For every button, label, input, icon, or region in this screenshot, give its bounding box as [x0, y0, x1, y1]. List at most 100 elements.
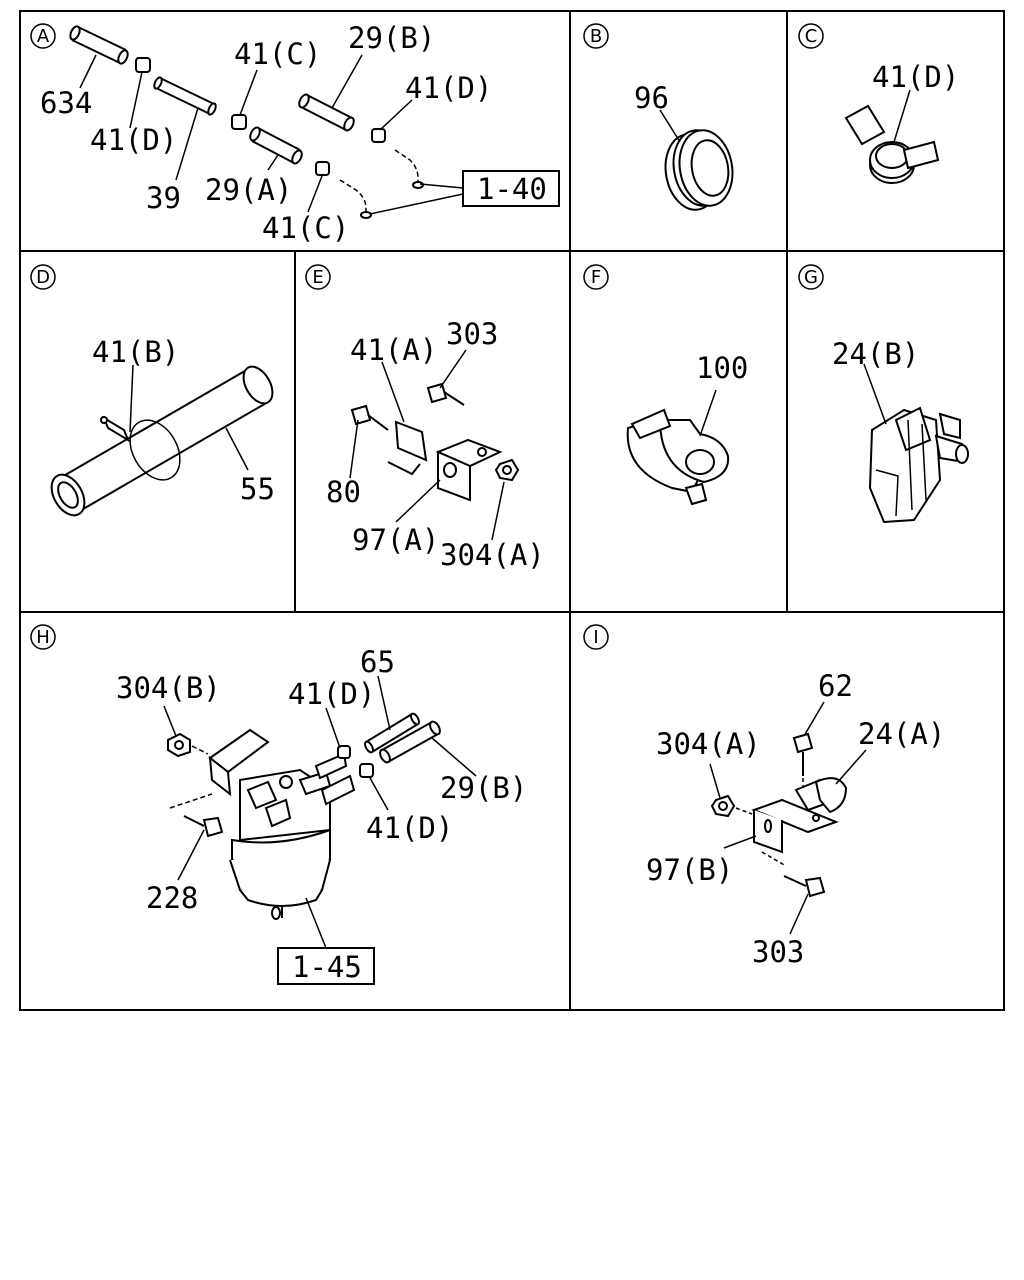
- part-label-41a: 41(A): [350, 333, 437, 367]
- dash-228: [169, 793, 213, 809]
- leader-41b: [129, 364, 134, 433]
- leader-41d: [325, 707, 341, 749]
- clip-41d: [371, 128, 386, 143]
- leader-303: [789, 893, 809, 935]
- clip-41c: [231, 114, 247, 130]
- hose-clip-41d: [844, 104, 940, 184]
- part-label-41c: 41(C): [262, 211, 349, 245]
- hose-clamp-41b: [100, 415, 181, 481]
- bolt-303: [426, 382, 465, 406]
- fuel-filter-assembly: [208, 728, 356, 920]
- svg-text:I: I: [593, 627, 598, 648]
- clip-41d: [359, 763, 374, 778]
- leader-39: [175, 107, 199, 181]
- pipe-end-upper-tip: [412, 181, 424, 189]
- part-label-304a: 304(A): [656, 727, 761, 761]
- grid-frame: [19, 10, 1005, 1011]
- leader-24a: [835, 749, 867, 785]
- nut-304a: [494, 458, 520, 482]
- bolt-228: [183, 815, 224, 838]
- svg-text:G: G: [804, 267, 818, 288]
- part-label-24a: 24(A): [858, 717, 945, 751]
- part-label-96: 96: [634, 81, 669, 115]
- section-letter-d: D: [30, 264, 56, 290]
- dash-303: [761, 851, 787, 867]
- panel-c: C 41(D): [798, 23, 959, 184]
- clip-41d: [337, 745, 351, 759]
- panel-e: E 41(A) 303 80 97(A): [305, 264, 545, 572]
- section-letter-c: C: [798, 23, 824, 49]
- hose-634: [69, 25, 129, 65]
- part-label-41c: 41(C): [234, 37, 321, 71]
- bolt-80: [350, 404, 389, 431]
- clip-24a: [794, 777, 848, 814]
- leader-ref-1-45: [305, 897, 327, 949]
- part-label-55: 55: [240, 472, 275, 506]
- part-label-65: 65: [360, 645, 395, 679]
- hose-29b: [298, 93, 355, 132]
- svg-text:H: H: [36, 627, 50, 648]
- part-label-41b: 41(B): [92, 335, 179, 369]
- part-label-97b: 97(B): [646, 853, 733, 887]
- svg-text:B: B: [590, 26, 602, 47]
- leader-304a: [709, 763, 721, 799]
- leader-97a: [395, 479, 441, 523]
- panel-a: A: [30, 21, 560, 245]
- hose-55: [50, 365, 274, 517]
- ref-box-1-40: [462, 170, 560, 207]
- panel-h: H: [30, 624, 527, 985]
- leader-62: [803, 701, 825, 737]
- leader-97b: [723, 835, 757, 849]
- pipe-end-lower-tip: [360, 211, 372, 219]
- panel-b: B 96: [583, 23, 734, 211]
- dash-304b: [191, 745, 209, 755]
- section-letter-a: A: [30, 23, 56, 49]
- leader-228: [177, 829, 205, 881]
- part-label-29b: 29(B): [440, 771, 527, 805]
- leader-100: [699, 389, 717, 437]
- leader-304a: [491, 481, 505, 541]
- svg-text:F: F: [591, 267, 601, 288]
- leader-ref-1-40: [369, 193, 464, 215]
- leader-41c: [239, 69, 258, 116]
- part-label-41d: 41(D): [90, 123, 177, 157]
- leader-41d: [379, 99, 413, 131]
- part-label-41d: 41(D): [405, 71, 492, 105]
- leader-634: [79, 54, 97, 89]
- ref-box-1-45: [277, 947, 375, 985]
- leader-ref-1-40: [419, 183, 464, 189]
- pipe-39: [153, 76, 217, 116]
- leader-304b: [163, 705, 177, 737]
- leader-41c: [307, 175, 323, 213]
- clip-41a: [387, 420, 428, 476]
- nut-304a: [710, 794, 736, 818]
- nut-304b: [167, 732, 191, 758]
- part-label-228: 228: [146, 881, 198, 915]
- hose-29b: [379, 720, 441, 764]
- pipe-end-upper: [394, 149, 419, 184]
- panel-i: I: [583, 624, 945, 969]
- section-letter-h: H: [30, 624, 56, 650]
- part-label-29a: 29(A): [205, 173, 292, 207]
- ref-label-1-45: 1-45: [292, 950, 362, 984]
- svg-text:C: C: [805, 26, 818, 47]
- section-letter-e: E: [305, 264, 331, 290]
- svg-text:E: E: [312, 267, 323, 288]
- part-label-29b: 29(B): [348, 21, 435, 55]
- leader-96: [659, 109, 681, 143]
- dash-304a: [735, 807, 753, 815]
- leader-29a: [267, 154, 279, 171]
- leader-80: [349, 419, 359, 479]
- clip-41d: [135, 57, 151, 73]
- clamp-100: [626, 408, 730, 506]
- part-label-39: 39: [146, 181, 181, 215]
- part-label-303: 303: [752, 935, 804, 969]
- part-label-24b: 24(B): [832, 337, 919, 371]
- part-label-100: 100: [696, 351, 748, 385]
- clip-24b: [868, 406, 969, 524]
- leader-41a: [381, 361, 405, 423]
- part-label-303: 303: [446, 317, 498, 351]
- leader-41d: [893, 89, 911, 143]
- part-label-80: 80: [326, 475, 361, 509]
